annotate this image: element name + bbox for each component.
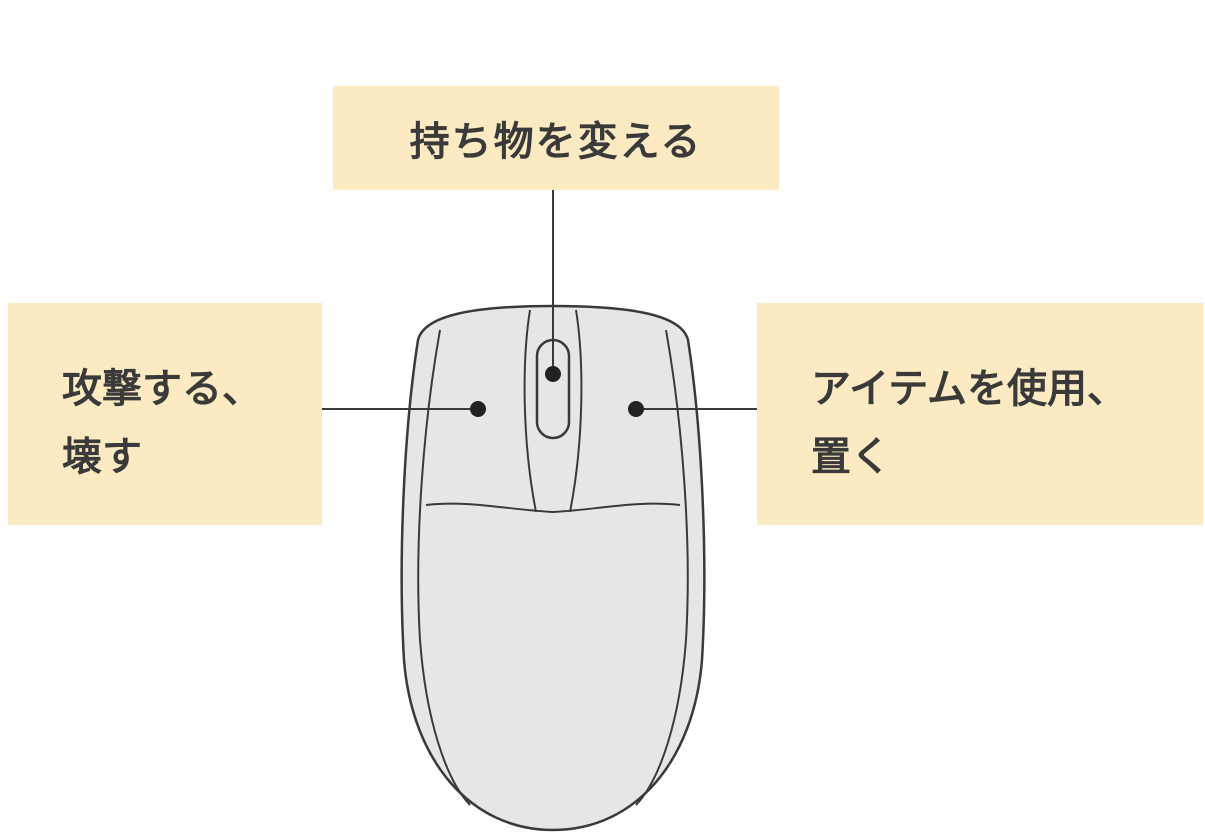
left-button-text-line2: 壊す — [62, 434, 142, 480]
center-groove-right — [569, 309, 583, 513]
left-button-label: 攻撃する、 壊す — [8, 303, 322, 525]
left-side-curve — [417, 329, 471, 806]
center-groove-left — [523, 309, 537, 513]
right-button-text-line1: アイテムを使用、 — [811, 366, 1127, 412]
middle-button-text: 持ち物を変える — [409, 119, 703, 165]
mouse-body — [400, 304, 706, 832]
marker-dot-middle — [545, 366, 561, 382]
right-button-label: アイテムを使用、 置く — [757, 303, 1203, 525]
buttons-divider — [425, 502, 681, 514]
right-button-text-line2: 置く — [811, 434, 891, 480]
right-side-curve — [635, 329, 689, 806]
middle-button-label: 持ち物を変える — [333, 86, 779, 190]
computer-mouse-icon — [400, 304, 706, 832]
marker-dot-right — [628, 401, 644, 417]
marker-dot-left — [470, 401, 486, 417]
left-button-text-line1: 攻撃する、 — [62, 366, 262, 412]
